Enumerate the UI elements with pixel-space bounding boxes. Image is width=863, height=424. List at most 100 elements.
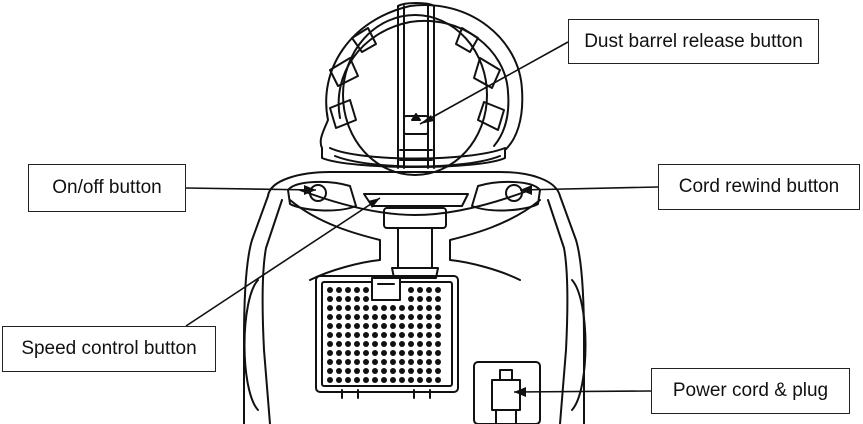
grille-hole: [372, 305, 378, 311]
grille-hole: [345, 305, 351, 311]
grille-hole: [327, 377, 333, 383]
grille-hole: [327, 368, 333, 374]
grille-hole: [381, 368, 387, 374]
grille-hole: [435, 350, 441, 356]
grille-hole: [345, 314, 351, 320]
grille-hole: [354, 314, 360, 320]
label-power-cord-and-plug: Power cord & plug: [651, 368, 850, 414]
grille-hole: [390, 305, 396, 311]
grille-hole: [372, 350, 378, 356]
grille-hole: [435, 314, 441, 320]
grille-hole: [435, 287, 441, 293]
grille-hole: [399, 350, 405, 356]
grille-hole: [354, 368, 360, 374]
grille-hole: [327, 287, 333, 293]
grille-hole: [426, 368, 432, 374]
grille-hole: [363, 305, 369, 311]
leader-line-on-off: [185, 187, 317, 191]
grille-hole: [435, 296, 441, 302]
grille-hole: [381, 323, 387, 329]
grille-hole: [390, 323, 396, 329]
grille-hole: [399, 368, 405, 374]
grille-hole: [354, 341, 360, 347]
grille-hole: [345, 350, 351, 356]
grille-hole: [381, 377, 387, 383]
grille-hole: [417, 368, 423, 374]
grille-hole: [408, 368, 414, 374]
grille-hole: [327, 296, 333, 302]
grille-hole: [372, 368, 378, 374]
grille-hole: [435, 377, 441, 383]
grille-hole: [354, 359, 360, 365]
filter-grille-holes: [327, 287, 441, 383]
label-cord-rewind-button: Cord rewind button: [658, 164, 860, 210]
grille-hole: [336, 377, 342, 383]
dust-barrel: [319, 4, 524, 176]
grille-hole: [381, 341, 387, 347]
grille-hole: [363, 314, 369, 320]
grille-hole: [417, 296, 423, 302]
label-speed-control-button: Speed control button: [2, 326, 216, 372]
grille-hole: [408, 323, 414, 329]
grille-hole: [336, 296, 342, 302]
leader-line-speed-control: [185, 197, 381, 327]
leader-line-dust-barrel: [419, 41, 569, 125]
grille-hole: [372, 341, 378, 347]
grille-hole: [426, 377, 432, 383]
grille-hole: [408, 296, 414, 302]
grille-hole: [354, 296, 360, 302]
grille-hole: [408, 341, 414, 347]
grille-hole: [372, 332, 378, 338]
grille-hole: [363, 323, 369, 329]
grille-hole: [426, 323, 432, 329]
carry-handle: [397, 2, 435, 169]
grille-hole: [354, 377, 360, 383]
grille-hole: [426, 305, 432, 311]
grille-hole: [354, 305, 360, 311]
grille-hole: [327, 323, 333, 329]
grille-hole: [390, 341, 396, 347]
grille-hole: [408, 332, 414, 338]
grille-hole: [381, 359, 387, 365]
grille-hole: [345, 296, 351, 302]
grille-hole: [363, 332, 369, 338]
grille-hole: [399, 341, 405, 347]
grille-hole: [363, 359, 369, 365]
grille-hole: [399, 305, 405, 311]
grille-hole: [426, 287, 432, 293]
grille-hole: [408, 377, 414, 383]
grille-hole: [336, 323, 342, 329]
grille-hole: [435, 305, 441, 311]
exhaust-filter-grille: [315, 275, 459, 399]
grille-hole: [345, 287, 351, 293]
grille-hole: [345, 341, 351, 347]
leader-line-power-cord: [513, 390, 652, 393]
grille-hole: [381, 314, 387, 320]
grille-hole: [381, 305, 387, 311]
grille-hole: [354, 323, 360, 329]
grille-hole: [336, 368, 342, 374]
arrow-head-dust-barrel: [420, 115, 434, 124]
grille-hole: [327, 314, 333, 320]
grille-hole: [408, 305, 414, 311]
on-off-pedal: [287, 180, 357, 212]
arrow-head-power-cord: [514, 387, 526, 397]
arrow-head-on-off: [304, 185, 316, 195]
power-cord-outlet: [473, 361, 541, 424]
grille-hole: [417, 323, 423, 329]
grille-hole: [345, 323, 351, 329]
grille-hole: [390, 332, 396, 338]
grille-hole: [336, 341, 342, 347]
grille-hole: [336, 305, 342, 311]
grille-hole: [354, 287, 360, 293]
grille-hole: [336, 287, 342, 293]
grille-hole: [336, 350, 342, 356]
grille-hole: [345, 377, 351, 383]
grille-hole: [372, 359, 378, 365]
grille-hole: [426, 296, 432, 302]
grille-hole: [417, 287, 423, 293]
grille-hole: [417, 305, 423, 311]
grille-hole: [408, 314, 414, 320]
leader-line-cord-rewind: [519, 186, 659, 191]
